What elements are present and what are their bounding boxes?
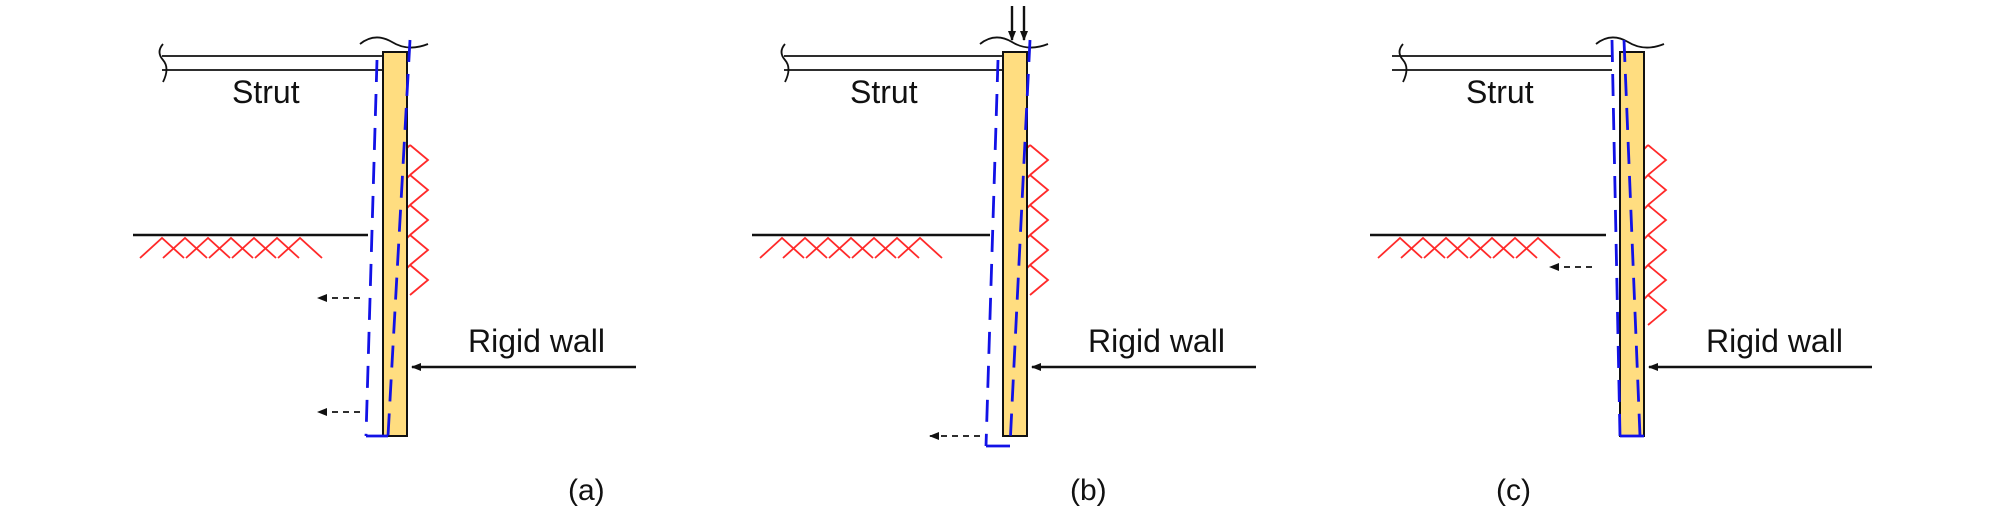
panel-caption: (b)	[1070, 474, 1107, 507]
excavation-soil-hatch	[1377, 236, 1561, 259]
wall-top-break	[1595, 36, 1665, 49]
rigid-wall-label: Rigid wall	[1706, 323, 1843, 359]
deflected-wall-shape	[984, 39, 1032, 448]
excavation-soil-hatch	[759, 236, 943, 259]
rigid-wall	[1002, 51, 1028, 437]
strut-label: Strut	[850, 74, 918, 110]
wall-top-break	[979, 36, 1049, 49]
strut	[1392, 43, 1612, 83]
panel-caption: (a)	[568, 474, 605, 507]
panel-caption: (c)	[1496, 474, 1531, 507]
rigid-wall-label: Rigid wall	[1088, 323, 1225, 359]
strut-label: Strut	[1466, 74, 1534, 110]
panel-b: Strut Rigid wall (b)	[752, 6, 1256, 507]
wall-top-break	[359, 36, 429, 49]
panel-c: Strut Rigid wall (c)	[1370, 36, 1872, 507]
excavation-soil-hatch	[139, 236, 323, 259]
deflected-wall-shape	[364, 39, 412, 438]
strut	[158, 43, 385, 83]
strut-label: Strut	[232, 74, 300, 110]
panel-a: Strut Rigid wall (a)	[133, 36, 636, 507]
strut	[780, 43, 1005, 83]
rigid-wall	[382, 51, 408, 437]
rigid-wall-label: Rigid wall	[468, 323, 605, 359]
deflected-wall-shape	[1610, 39, 1644, 438]
